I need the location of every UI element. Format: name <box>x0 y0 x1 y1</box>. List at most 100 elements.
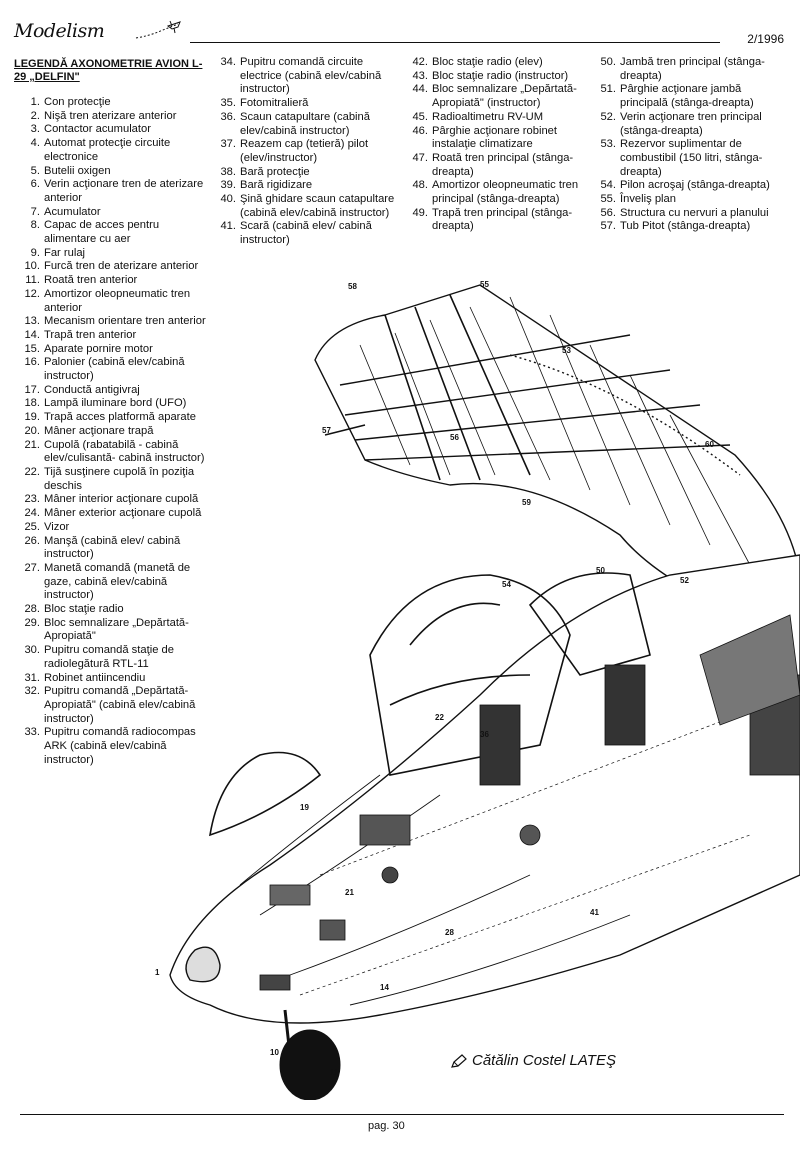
legend-title: LEGENDĂ AXONOMETRIE AVION L-29 „DELFIN" <box>14 58 203 83</box>
legend-item: 7.Acumulator <box>14 206 214 220</box>
author-credit: Cătălin Costel LATEŞ <box>450 1052 616 1069</box>
legend-item-text: Pupitru comandă staţie de radiolegătură … <box>44 644 174 670</box>
legend-item: 45.Radioaltimetru RV-UM <box>402 111 598 125</box>
legend-item: 19. Trapă acces platformă aparate <box>14 411 214 425</box>
legend-column-3: 42.Bloc staţie radio (elev)43.Bloc staţi… <box>402 56 598 234</box>
legend-item: 27.Manetă comandă (manetă de gaze, cabin… <box>14 562 214 603</box>
callout-22: 22 <box>435 713 444 722</box>
legend-item-number: 48. <box>412 179 428 192</box>
wing <box>314 284 800 636</box>
pitot-tube <box>324 424 366 436</box>
legend-item-text: Mâner acţionare trapă <box>44 424 154 437</box>
legend-item: 15. Aparate pornire motor <box>14 343 214 357</box>
legend-item-text: Pupitru comandă circuite electrice (cabi… <box>240 56 382 96</box>
legend-item-number: 31. <box>24 671 40 684</box>
legend-item-number: 49. <box>412 206 428 219</box>
legend-item-number: 23. <box>24 493 40 506</box>
legend-item-text: Pupitru comandă „Depărtată-Apropiată" (c… <box>44 685 196 725</box>
legend-item-text: Mecanism orientare tren anterior <box>44 315 206 328</box>
legend-item: 32.Pupitru comandă „Depărtată-Apropiată"… <box>14 685 214 726</box>
callout-50: 50 <box>596 566 605 575</box>
legend-item-number: 35. <box>220 97 236 110</box>
legend-item-number: 18. <box>24 397 40 410</box>
callout-58: 58 <box>348 282 357 291</box>
callout-36: 36 <box>480 730 489 739</box>
canopy <box>208 572 651 837</box>
legend-item-number: 46. <box>412 124 428 137</box>
legend-item-number: 10. <box>24 260 40 273</box>
legend-item-number: 11. <box>25 274 40 287</box>
legend-item-text: Reazem cap (tetieră) pilot (elev/instruc… <box>240 138 369 164</box>
callout-54: 54 <box>502 580 511 589</box>
legend-item-text: Furcă tren de aterizare anterior <box>44 260 199 273</box>
legend-item: 48.Amortizor oleopneumatic tren principa… <box>402 179 598 206</box>
callout-11: 11 <box>330 1068 339 1077</box>
legend-item-text: Bloc semnalizare „Depărtată-Apropiată" <box>44 616 189 643</box>
callout-19: 19 <box>300 803 309 812</box>
cockpit-detail <box>259 614 800 991</box>
pencil-icon <box>451 1053 467 1068</box>
legend-item-number: 9. <box>30 246 40 259</box>
legend-item-text: Vizor <box>44 520 70 533</box>
legend-item-number: 29. <box>24 616 40 629</box>
legend-item-text: Roată tren anterior <box>44 274 138 287</box>
legend-item-number: 36. <box>220 110 236 123</box>
legend-item: 53.Rezervor suplimentar de combustibil (… <box>590 138 790 179</box>
legend-item-text: Nişă tren aterizare anterior <box>44 109 177 122</box>
legend-item: 8.Capac de acces pentru alimentare cu ae… <box>14 219 214 246</box>
callout-14: 14 <box>380 983 389 992</box>
legend-item-text: Butelii oxigen <box>44 164 111 177</box>
legend-item-text: Bloc staţie radio (elev) <box>432 56 543 68</box>
legend-item-number: 50. <box>600 56 616 68</box>
legend-item-text: Tub Pitot (stânga-dreapta) <box>620 220 751 233</box>
legend-item-text: Înveliş plan <box>620 193 676 206</box>
legend-item-text: Trapă acces platformă aparate <box>44 411 196 424</box>
legend-item-number: 16. <box>24 356 40 369</box>
legend-item-number: 15. <box>24 342 40 355</box>
legend-item-number: 25. <box>24 520 40 533</box>
legend-item-text: Jambă tren principal (stânga-dreapta) <box>620 56 765 82</box>
author-name: Cătălin Costel LATEŞ <box>472 1052 616 1069</box>
legend-item-number: 13. <box>24 315 40 328</box>
legend-item-number: 54. <box>600 179 616 192</box>
legend-item-number: 44. <box>412 83 428 96</box>
legend-item-text: Aparate pornire motor <box>44 342 153 355</box>
legend-item-text: Pârghie acţionare robinet instalaţie cli… <box>432 124 558 151</box>
legend-item-text: Radioaltimetru RV-UM <box>432 110 544 123</box>
legend-item-text: Verin acţionare tren principal (stânga-d… <box>620 110 762 137</box>
legend-item-number: 22. <box>24 465 40 478</box>
legend-item-text: Scară (cabină elev/ cabină instructor) <box>240 220 372 247</box>
legend-item: 38.Bară protecţie <box>210 166 402 180</box>
legend-item-text: Bloc semnalizare „Depărtată-Apropiată" (… <box>432 83 577 110</box>
legend-item-text: Pârghie acţionare jambă principală (stân… <box>620 83 754 110</box>
legend-item-text: Scaun catapultare (cabină elev/cabină in… <box>240 110 370 137</box>
legend-column-4: 50. Jambă tren principal (stânga-dreapta)… <box>590 56 790 234</box>
legend-item-text: Con protecţie <box>44 96 111 108</box>
legend-item-number: 38. <box>220 165 236 178</box>
legend-item-number: 21. <box>24 438 40 451</box>
legend-item-number: 1. <box>30 96 40 108</box>
callout-1: 1 <box>155 968 160 977</box>
legend-item-number: 30. <box>24 644 40 657</box>
legend-item-text: Capac de acces pentru alimentare cu aer <box>44 219 160 246</box>
legend-item-number: 28. <box>24 603 40 616</box>
callout-56: 56 <box>450 433 459 442</box>
legend-item: 46. Pârghie acţionare robinet instalaţie … <box>402 125 598 152</box>
legend-item: 28.Bloc staţie radio <box>14 603 214 617</box>
legend-item-text: Verin acţionare tren de aterizare anteri… <box>44 178 204 204</box>
callout-41: 41 <box>590 908 599 917</box>
legend-item: 30. Pupitru comandă staţie de radiolegătu… <box>14 644 214 671</box>
legend-item: 51.Pârghie acţionare jambă principală (s… <box>590 83 790 110</box>
legend-item: 26.Manşă (cabină elev/ cabină instructor… <box>14 535 214 562</box>
legend-item-text: Manetă comandă (manetă de gaze, cabină e… <box>44 561 191 602</box>
legend-item-number: 19. <box>24 411 40 424</box>
callout-60: 60 <box>705 440 714 449</box>
callout-59: 59 <box>522 498 531 507</box>
legend-item: 41.Scară (cabină elev/ cabină instructor… <box>210 220 402 247</box>
callout-57: 57 <box>322 426 331 435</box>
legend-item-number: 57. <box>600 220 616 233</box>
legend-item-number: 55. <box>600 193 616 206</box>
issue-number: 2/1996 <box>747 32 784 46</box>
airplane-flourish-icon <box>135 20 181 39</box>
legend-item: 13. Mecanism orientare tren anterior <box>14 315 214 329</box>
